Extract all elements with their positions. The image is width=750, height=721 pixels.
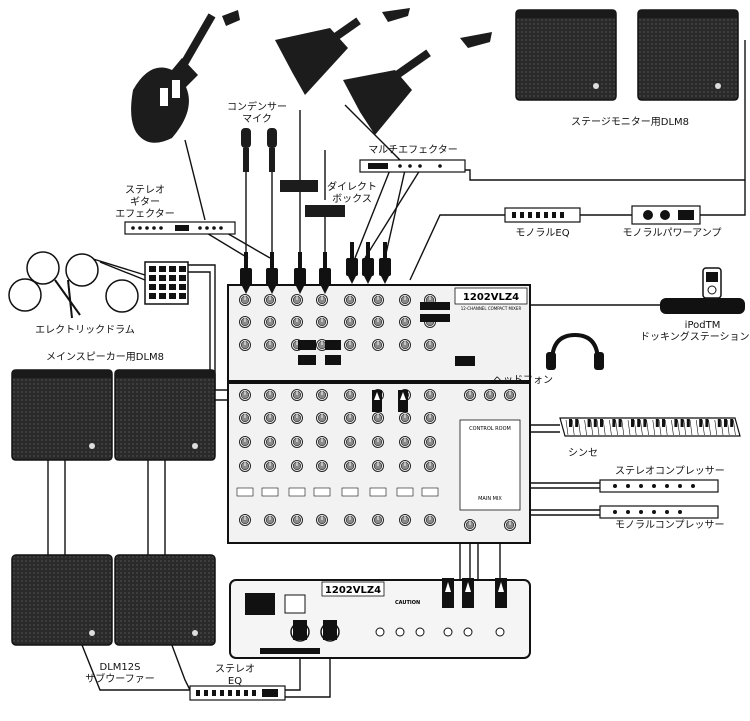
explorer-guitar-icon [275, 8, 410, 95]
label-subwoofer-1: DLM12S [99, 662, 141, 673]
stage-monitor-speaker-right [637, 9, 739, 101]
stereo-eq-unit [189, 685, 286, 701]
label-mono-power-amp: モノラルパワーアンプ [622, 228, 722, 239]
subwoofer-left [11, 554, 113, 646]
label-stereo-guitar-fx-3: エフェクター [115, 209, 175, 220]
label-ipod-2: ドッキングステーション [640, 332, 750, 343]
label-stereo-eq-2: EQ [227, 676, 243, 687]
stereo-compressor-unit [599, 479, 719, 493]
ipod-dock-icon [660, 267, 745, 314]
mixer-model-top: 1202VLZ4 [463, 292, 519, 303]
label-main-speaker: メインスピーカー用DLM8 [45, 352, 165, 363]
label-multi-fx: マルチエフェクター [368, 145, 458, 156]
label-condenser-mic-2: マイク [242, 114, 272, 125]
drum-module-icon [144, 261, 189, 305]
label-direct-box-2: ボックス [332, 194, 372, 205]
label-e-drum: エレクトリックドラム [35, 325, 135, 336]
mono-eq-unit [504, 207, 581, 223]
multi-fx-unit [359, 159, 466, 173]
mixer-top-panel: 1202VLZ4 12-CHANNEL COMPACT MIXER CONTRO… [227, 284, 531, 544]
main-mix-label: MAIN MIX [478, 496, 502, 502]
mixer-subtitle-top: 12-CHANNEL COMPACT MIXER [461, 306, 522, 311]
label-stereo-guitar-fx-2: ギター [130, 197, 160, 208]
label-stage-monitor: ステージモニター用DLM8 [570, 117, 690, 128]
explorer-guitar-2-icon [343, 32, 492, 135]
mono-compressor-unit [599, 505, 719, 519]
label-condenser-mic: コンデンサー [227, 102, 287, 113]
mono-power-amp-unit [631, 205, 701, 225]
label-mono-comp: モノラルコンプレッサー [615, 520, 725, 531]
input-plugs [240, 242, 475, 412]
main-speaker-left [11, 369, 113, 461]
subwoofer-right [114, 554, 216, 646]
caution-label: CAUTION [395, 600, 420, 606]
main-speaker-right [114, 369, 216, 461]
label-synth: シンセ [568, 448, 598, 459]
stage-monitor-speaker-left [515, 9, 617, 101]
label-mono-eq: モノラルEQ [515, 228, 570, 239]
label-ipod-1: iPodTM [684, 320, 721, 331]
stereo-guitar-fx-unit [124, 221, 236, 235]
label-direct-box-1: ダイレクト [327, 182, 377, 193]
mixer-model-rear: 1202VLZ4 [325, 585, 381, 596]
label-stereo-comp: ステレオコンプレッサー [615, 466, 725, 477]
condenser-mic-icon [241, 128, 277, 172]
electric-guitar-icon [131, 10, 240, 143]
direct-box-icon [280, 180, 345, 217]
label-stereo-guitar-fx-1: ステレオ [125, 185, 165, 196]
label-subwoofer-2: サブウーファー [85, 674, 155, 685]
mixer-rear-panel: 1202VLZ4 CAUTION [229, 578, 531, 659]
label-stereo-eq-1: ステレオ [215, 664, 255, 675]
label-headphones: ヘッドフォン [493, 375, 553, 386]
electronic-drum-pads-icon [8, 251, 139, 319]
control-room-label: CONTROL ROOM [469, 426, 511, 432]
synth-keyboard-icon [559, 417, 741, 437]
